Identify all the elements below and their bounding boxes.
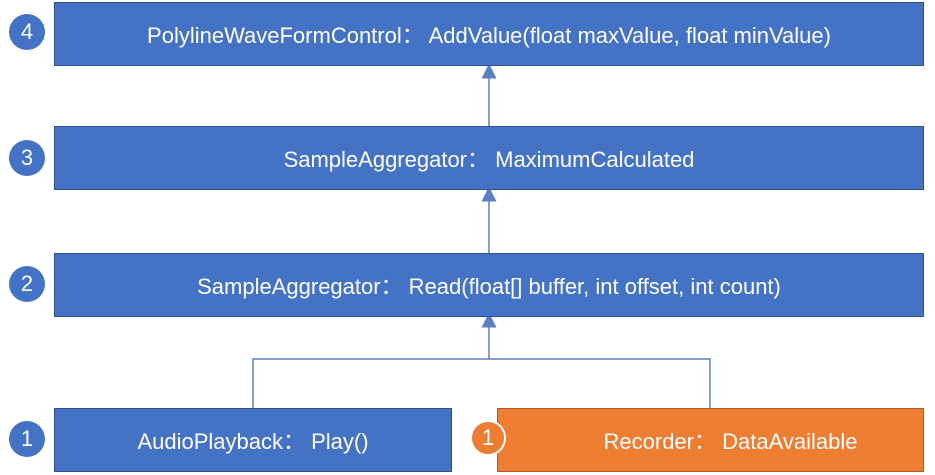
step-badge-2: 2 bbox=[9, 266, 45, 302]
step-label: SampleAggregator： Read(float[] buffer, i… bbox=[197, 274, 781, 299]
step-label: PolylineWaveFormControl： AddValue(float … bbox=[147, 23, 831, 48]
step-label: Recorder： DataAvailable bbox=[603, 429, 858, 454]
step-badge-1: 1 bbox=[9, 421, 45, 457]
step-badge-1-recorder: 1 bbox=[470, 420, 506, 456]
step-box-polyline-waveform-addvalue: PolylineWaveFormControl： AddValue(float … bbox=[54, 2, 924, 66]
step-box-sampleaggregator-maximumcalculated: SampleAggregator： MaximumCalculated bbox=[54, 126, 924, 190]
step-box-recorder-dataavailable: Recorder： DataAvailable bbox=[497, 408, 924, 472]
step-label: SampleAggregator： MaximumCalculated bbox=[283, 147, 695, 172]
step-badge-4: 4 bbox=[9, 14, 45, 50]
step-box-audioplayback-play: AudioPlayback： Play() bbox=[54, 408, 452, 472]
step-box-sampleaggregator-read: SampleAggregator： Read(float[] buffer, i… bbox=[54, 253, 924, 317]
connector-recorder-to-step2 bbox=[489, 358, 711, 408]
step-label: AudioPlayback： Play() bbox=[137, 429, 369, 454]
step-badge-3: 3 bbox=[9, 140, 45, 176]
connector-audioplayback-to-step2 bbox=[252, 358, 489, 408]
